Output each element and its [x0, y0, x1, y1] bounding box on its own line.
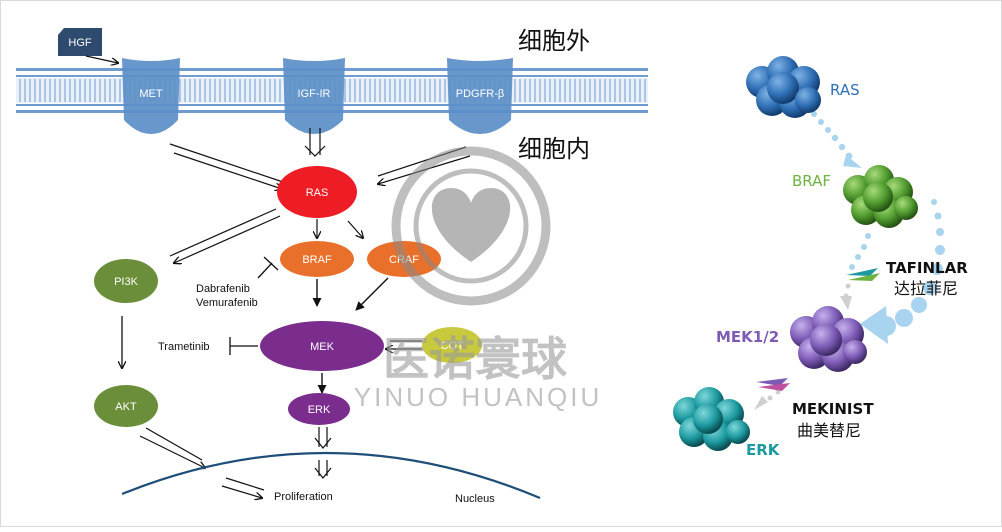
svg-text:RAS: RAS [306, 187, 329, 199]
braf-node: BRAF [280, 241, 354, 277]
receptor-to-ras-arrows [169, 128, 471, 189]
erk-to-nucleus-arrows [314, 427, 332, 479]
braf-molecule [843, 165, 918, 228]
svg-text:ERK: ERK [308, 404, 331, 416]
receptor-pdgfr-beta: PDGFR-β [447, 58, 513, 134]
braf-inhibitors: Dabrafenib Vemurafenib [196, 256, 279, 309]
cascade-dotted-path [754, 111, 945, 410]
receptor-met: MET [122, 58, 180, 134]
ras-outputs [169, 208, 363, 263]
pi3k-node: PI3K [94, 259, 158, 303]
hgf-label: HGF [68, 37, 92, 49]
mek-inhibitor: Trametinib [158, 337, 258, 355]
svg-text:COT: COT [440, 340, 464, 352]
watermark-en: YINUO HUANQIU [354, 382, 602, 412]
ras-molecule [746, 56, 821, 118]
tafinlar-label: TAFINLAR [886, 259, 968, 277]
nucleus-membrane [121, 451, 541, 500]
mek-node: MEK [260, 321, 384, 371]
mekinist-zh: 曲美替尼 [797, 421, 861, 440]
svg-text:Vemurafenib: Vemurafenib [196, 297, 258, 309]
akt-node: AKT [94, 385, 158, 427]
right-braf-label: BRAF [792, 172, 831, 190]
mekinist-label: MEKINIST [792, 400, 874, 418]
akt-to-proliferation-arrows [139, 427, 205, 468]
cot-to-mek-arrow [386, 340, 422, 349]
extracellular-label: 细胞外 [518, 27, 590, 55]
proliferation-label: Proliferation [274, 491, 333, 503]
watermark-cn: 医诺寰球 [383, 333, 568, 385]
watermark-logo [391, 146, 551, 306]
svg-text:Trametinib: Trametinib [158, 341, 210, 353]
tafinlar-logo-icon [846, 268, 880, 281]
svg-text:PI3K: PI3K [114, 276, 139, 288]
hgf-ligand: HGF [58, 28, 102, 56]
svg-text:PDGFR-β: PDGFR-β [456, 88, 505, 100]
intracellular-label: 细胞内 [518, 135, 590, 163]
proliferation-arrow [221, 477, 265, 498]
hgf-arrow [85, 55, 118, 63]
svg-text:BRAF: BRAF [302, 254, 332, 266]
svg-text:AKT: AKT [115, 401, 137, 413]
svg-text:MET: MET [139, 88, 163, 100]
erk-molecule [673, 387, 750, 451]
right-erk-label: ERK [746, 441, 781, 459]
mek-molecule [790, 306, 867, 372]
mekinist-logo-icon [756, 378, 790, 391]
raf-to-mek-arrows [312, 277, 389, 311]
nucleus-label: Nucleus [455, 493, 495, 505]
svg-text:Dabrafenib: Dabrafenib [196, 283, 250, 295]
receptor-igf-ir: IGF-IR [283, 58, 345, 134]
svg-text:IGF-IR: IGF-IR [298, 88, 331, 100]
right-ras-label: RAS [830, 81, 860, 99]
erk-node: ERK [288, 393, 350, 425]
svg-text:MEK: MEK [310, 341, 335, 353]
tafinlar-zh: 达拉菲尼 [894, 279, 958, 298]
cot-node: COT [422, 327, 482, 363]
ras-node: RAS [277, 166, 357, 218]
right-mek-label: MEK1/2 [716, 328, 779, 346]
